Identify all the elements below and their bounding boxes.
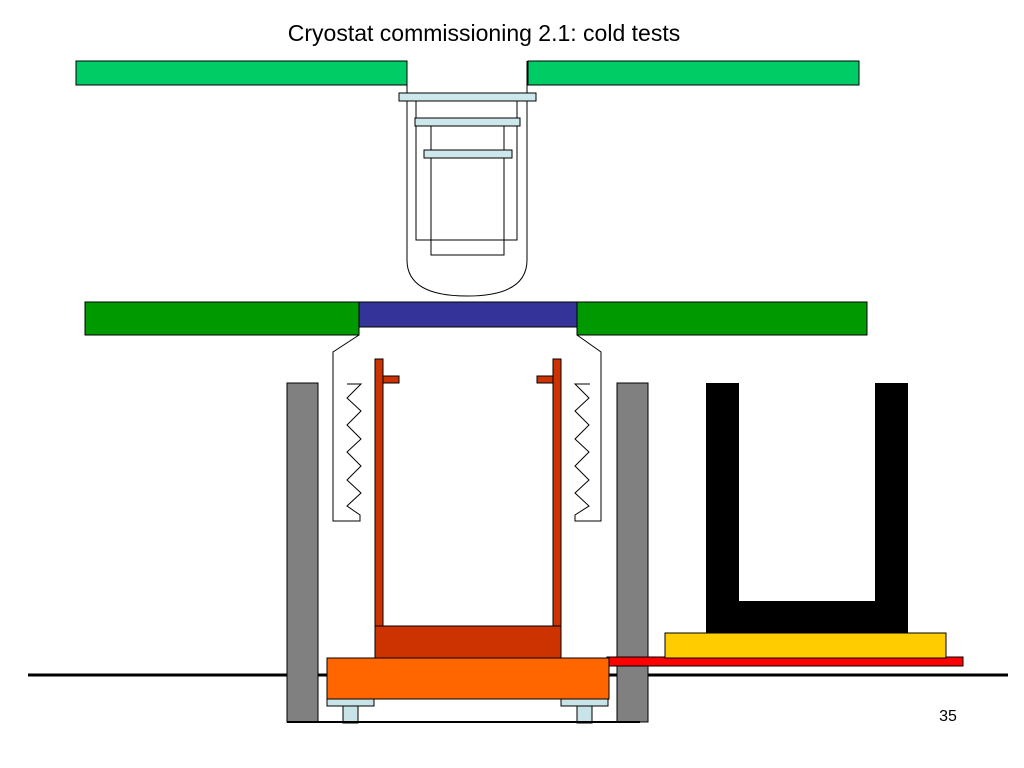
foot-post-right	[576, 705, 593, 724]
middle-plate-left	[84, 301, 360, 336]
page-number: 35	[939, 708, 957, 725]
cryostat-inner-wall	[415, 101, 518, 241]
support-column-right	[616, 382, 649, 723]
middle-plate-right	[576, 301, 868, 336]
inner-frame-base	[374, 625, 562, 660]
flange-ring-top	[398, 92, 537, 102]
support-column-left	[286, 382, 319, 723]
top-plate-left	[75, 60, 408, 86]
flange-ring-bottom	[423, 149, 513, 159]
bellows-housing-right	[573, 334, 602, 522]
bellows-housing-left	[332, 334, 363, 522]
inner-frame-post-left	[374, 358, 384, 628]
black-yoke	[706, 383, 908, 633]
center-plate	[358, 301, 578, 328]
orange-base-block	[326, 657, 610, 700]
top-plate-right	[527, 60, 860, 86]
inner-frame-post-right	[552, 358, 562, 628]
foot-pad-right	[560, 698, 609, 707]
foot-pad-left	[326, 698, 375, 707]
foot-post-left	[342, 705, 359, 724]
flange-ring-middle	[414, 117, 521, 127]
yellow-block	[664, 632, 947, 659]
slide-title: Cryostat commissioning 2.1: cold tests	[287, 20, 681, 46]
inner-frame-tab-left	[382, 375, 400, 384]
inner-frame-tab-right	[536, 375, 554, 384]
